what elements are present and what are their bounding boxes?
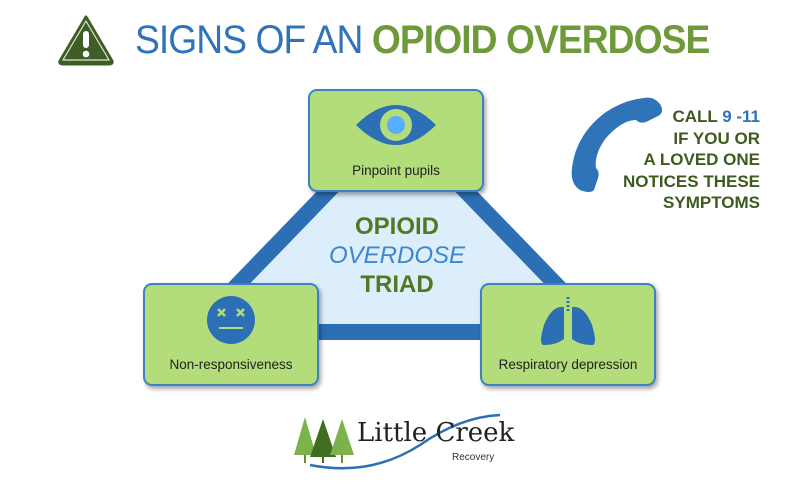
symptom-label: Respiratory depression <box>498 357 638 372</box>
call-line-4: NOTICES THESE <box>623 171 760 191</box>
symptom-label: Pinpoint pupils <box>352 163 440 178</box>
call-line-3: A LOVED ONE <box>643 150 761 169</box>
title-part-1: SIGNS OF AN <box>135 18 363 62</box>
call-label: CALL <box>672 107 718 126</box>
symptom-respiratory-depression: Respiratory depression <box>480 283 656 386</box>
call-line-2: IF YOU OR <box>673 128 760 148</box>
page-title: SIGNS OF AN OPIOID OVERDOSE <box>135 18 710 63</box>
symptom-pinpoint-pupils: Pinpoint pupils <box>308 89 484 192</box>
triad-label: OPIOID OVERDOSE TRIAD <box>300 212 494 299</box>
triad-line-1: OPIOID <box>354 213 439 240</box>
call-line-5: SYMPTOMS <box>663 193 760 212</box>
eye-icon <box>356 105 436 145</box>
title-part-2: OPIOID OVERDOSE <box>371 18 710 62</box>
logo-name: Little Creek <box>357 418 515 448</box>
triad-line-3: TRIAD <box>360 271 434 298</box>
warning-icon <box>58 15 114 66</box>
logo-graphic <box>294 413 501 470</box>
trees-icon <box>294 417 354 463</box>
unconscious-face-icon <box>207 296 255 344</box>
lungs-icon <box>541 297 595 345</box>
symptom-non-responsiveness: Non-responsiveness <box>143 283 319 386</box>
call-911-message: CALL 9 -11 IF YOU OR A LOVED ONE NOTICES… <box>623 106 760 214</box>
logo-subtitle: Recovery <box>452 452 495 463</box>
triad-line-2: OVERDOSE <box>328 242 466 269</box>
phone-icon <box>571 97 663 192</box>
emergency-number: 9 -11 <box>722 107 760 126</box>
symptom-label: Non-responsiveness <box>169 357 293 372</box>
